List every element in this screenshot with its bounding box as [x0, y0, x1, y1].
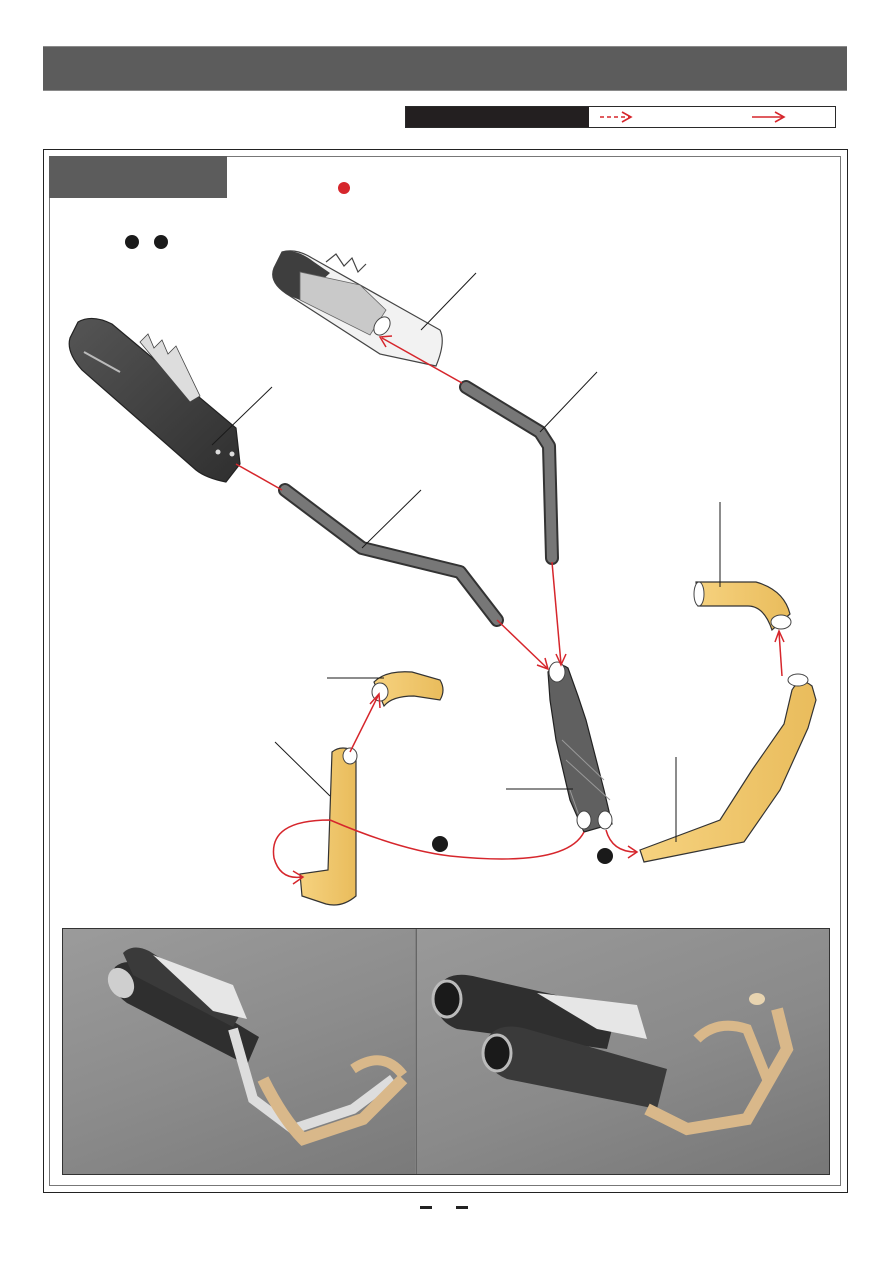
arrow-legend — [405, 106, 836, 128]
right-short-pipe-part — [693, 581, 792, 632]
red-dot-icon — [338, 182, 350, 194]
step-frame — [43, 149, 848, 1193]
marker-dot-icon — [597, 848, 613, 864]
left-header-pipe-part — [299, 747, 358, 906]
photo-left — [63, 929, 415, 1174]
header-bar — [43, 46, 847, 91]
photo-right — [416, 929, 829, 1174]
legend-arrows — [600, 111, 786, 123]
photo-right-illustration — [431, 974, 794, 1136]
step-frame-inner — [49, 156, 841, 1186]
lower-muffler-part — [68, 317, 241, 483]
upper-muffler-part — [272, 250, 443, 367]
step-tab — [49, 156, 227, 198]
page-mark — [456, 1206, 468, 1209]
dashed-arrow-icon — [600, 111, 633, 123]
black-dot-icon — [125, 235, 139, 249]
marker-dot-icon — [432, 836, 448, 852]
legend-label-box — [406, 107, 589, 127]
page-mark — [420, 1206, 432, 1209]
reference-photos — [62, 928, 830, 1175]
black-dot-icon — [154, 235, 168, 249]
left-short-pipe-part — [371, 671, 444, 708]
assembly-arrows — [235, 335, 785, 885]
right-header-pipe-part — [639, 673, 817, 863]
photo-left-illustration — [107, 947, 408, 1146]
page-number-marks — [420, 1206, 472, 1212]
collector-part — [547, 661, 613, 833]
solid-arrow-icon — [752, 111, 786, 123]
